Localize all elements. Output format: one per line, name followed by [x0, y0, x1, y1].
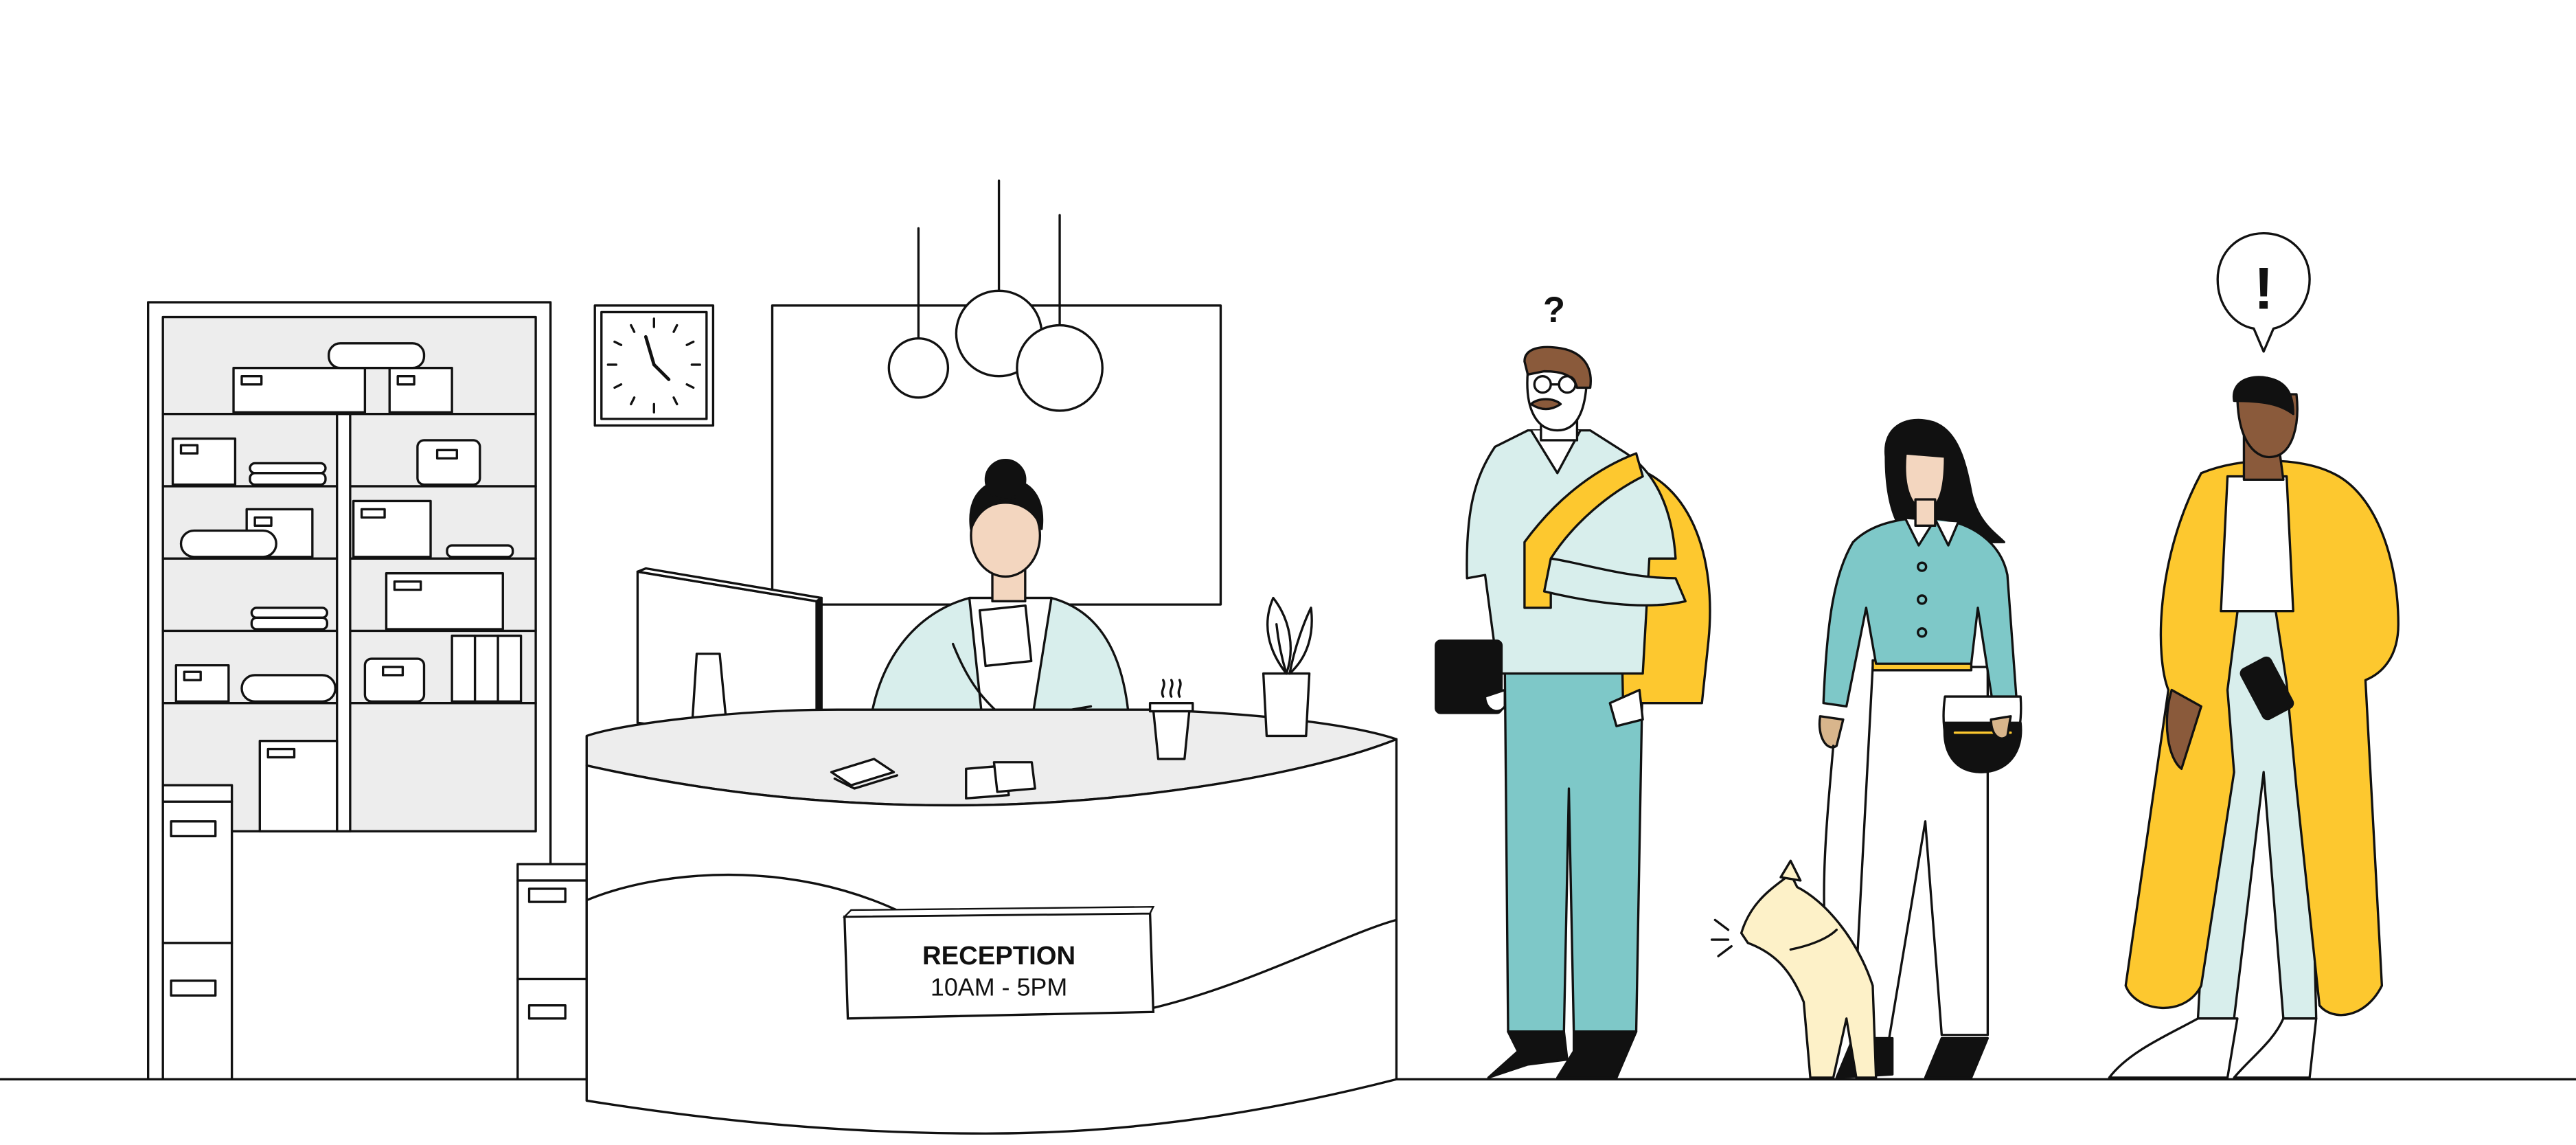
sign-title: RECEPTION	[922, 941, 1075, 971]
exclamation-mark: !	[2254, 256, 2274, 322]
dog-icon	[1710, 859, 1878, 1079]
filing-cabinet-right	[516, 863, 588, 1081]
speech-bubble	[2216, 231, 2311, 353]
monitor-icon	[636, 567, 823, 760]
question-mark: ?	[1543, 290, 1565, 330]
woman-yellow-coat	[2108, 376, 2400, 1079]
man-with-glasses	[1435, 345, 1711, 1079]
bookshelf	[147, 301, 552, 1081]
clock-icon	[593, 304, 715, 427]
woman-with-dog	[1818, 418, 2022, 1079]
plant-icon	[1262, 596, 1313, 738]
filing-cabinet-left	[161, 784, 233, 1081]
reception-sign: RECEPTION 10AM - 5PM	[842, 905, 1155, 1020]
pendant-lamp-icon	[887, 179, 1104, 412]
sign-hours: 10AM - 5PM	[931, 973, 1067, 1001]
coffee-cup-icon	[1148, 679, 1194, 760]
